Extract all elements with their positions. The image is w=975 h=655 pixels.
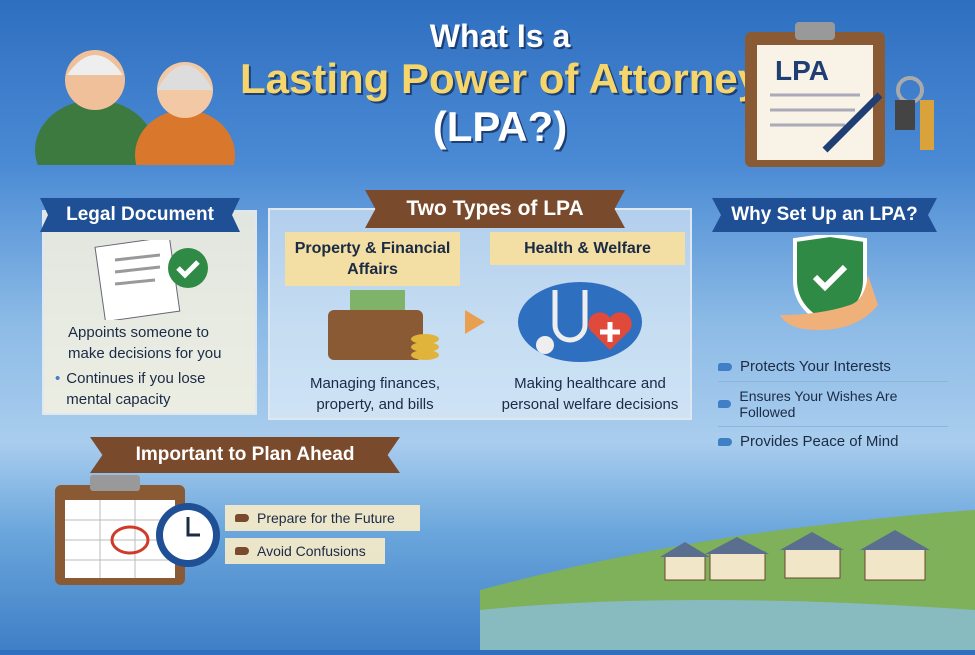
wallet-money-icon	[320, 285, 450, 370]
plan-item-label: Prepare for the Future	[257, 510, 395, 526]
page-title: What Is a Lasting Power of Attorney (LPA…	[240, 18, 761, 151]
why-item: Protects Your Interests	[718, 352, 948, 382]
why-item-label: Ensures Your Wishes Are Followed	[739, 388, 898, 420]
why-heading: Why Set Up an LPA?	[712, 198, 937, 232]
health-welfare-desc: Making healthcare and personal welfare d…	[501, 375, 679, 413]
two-types-heading: Two Types of LPA	[365, 190, 625, 228]
title-line-3: (LPA?)	[432, 103, 568, 150]
property-financial-title: Property & Financial Affairs	[285, 232, 460, 286]
title-line-1: What Is a	[429, 18, 571, 54]
legal-text-1: Appoints someone to make decisions for y…	[68, 324, 222, 362]
legal-text-2-label: Continues if you lose mental capacity	[66, 370, 206, 408]
why-list: Protects Your Interests Ensures Your Wis…	[718, 352, 948, 456]
title-line-2: Lasting Power of Attorney	[240, 55, 762, 102]
elderly-couple-illustration	[20, 20, 235, 200]
pointing-hand-icon	[718, 362, 732, 371]
plan-item-label: Avoid Confusions	[257, 543, 366, 559]
pointing-hand-icon	[235, 514, 249, 522]
pointing-hand-icon	[718, 400, 732, 408]
why-item: Ensures Your Wishes Are Followed	[718, 382, 948, 427]
calendar-clock-icon	[50, 475, 225, 595]
plan-item: Prepare for the Future	[225, 505, 420, 531]
bullet-dot: •	[55, 370, 61, 387]
village-landscape-illustration	[480, 460, 975, 650]
property-financial-desc: Managing finances, property, and bills	[309, 375, 441, 413]
pointing-hand-icon	[235, 547, 249, 555]
why-item-label: Provides Peace of Mind	[740, 433, 899, 450]
arrow-right-icon	[465, 310, 485, 334]
clipboard-label: LPA	[775, 55, 829, 86]
plan-ahead-heading: Important to Plan Ahead	[90, 437, 400, 473]
legal-text-2: • Continues if you lose mental capacity	[55, 368, 245, 410]
document-check-icon	[85, 236, 225, 325]
pointing-hand-icon	[718, 437, 732, 446]
shield-hand-icon	[775, 232, 885, 345]
why-item-label: Protects Your Interests	[740, 358, 891, 375]
stethoscope-heart-icon	[515, 280, 645, 370]
why-item: Provides Peace of Mind	[718, 427, 948, 456]
lpa-clipboard-illustration: LPA	[745, 20, 955, 170]
plan-item: Avoid Confusions	[225, 538, 385, 564]
legal-document-heading: Legal Document	[40, 198, 240, 232]
health-welfare-title: Health & Welfare	[490, 232, 685, 265]
